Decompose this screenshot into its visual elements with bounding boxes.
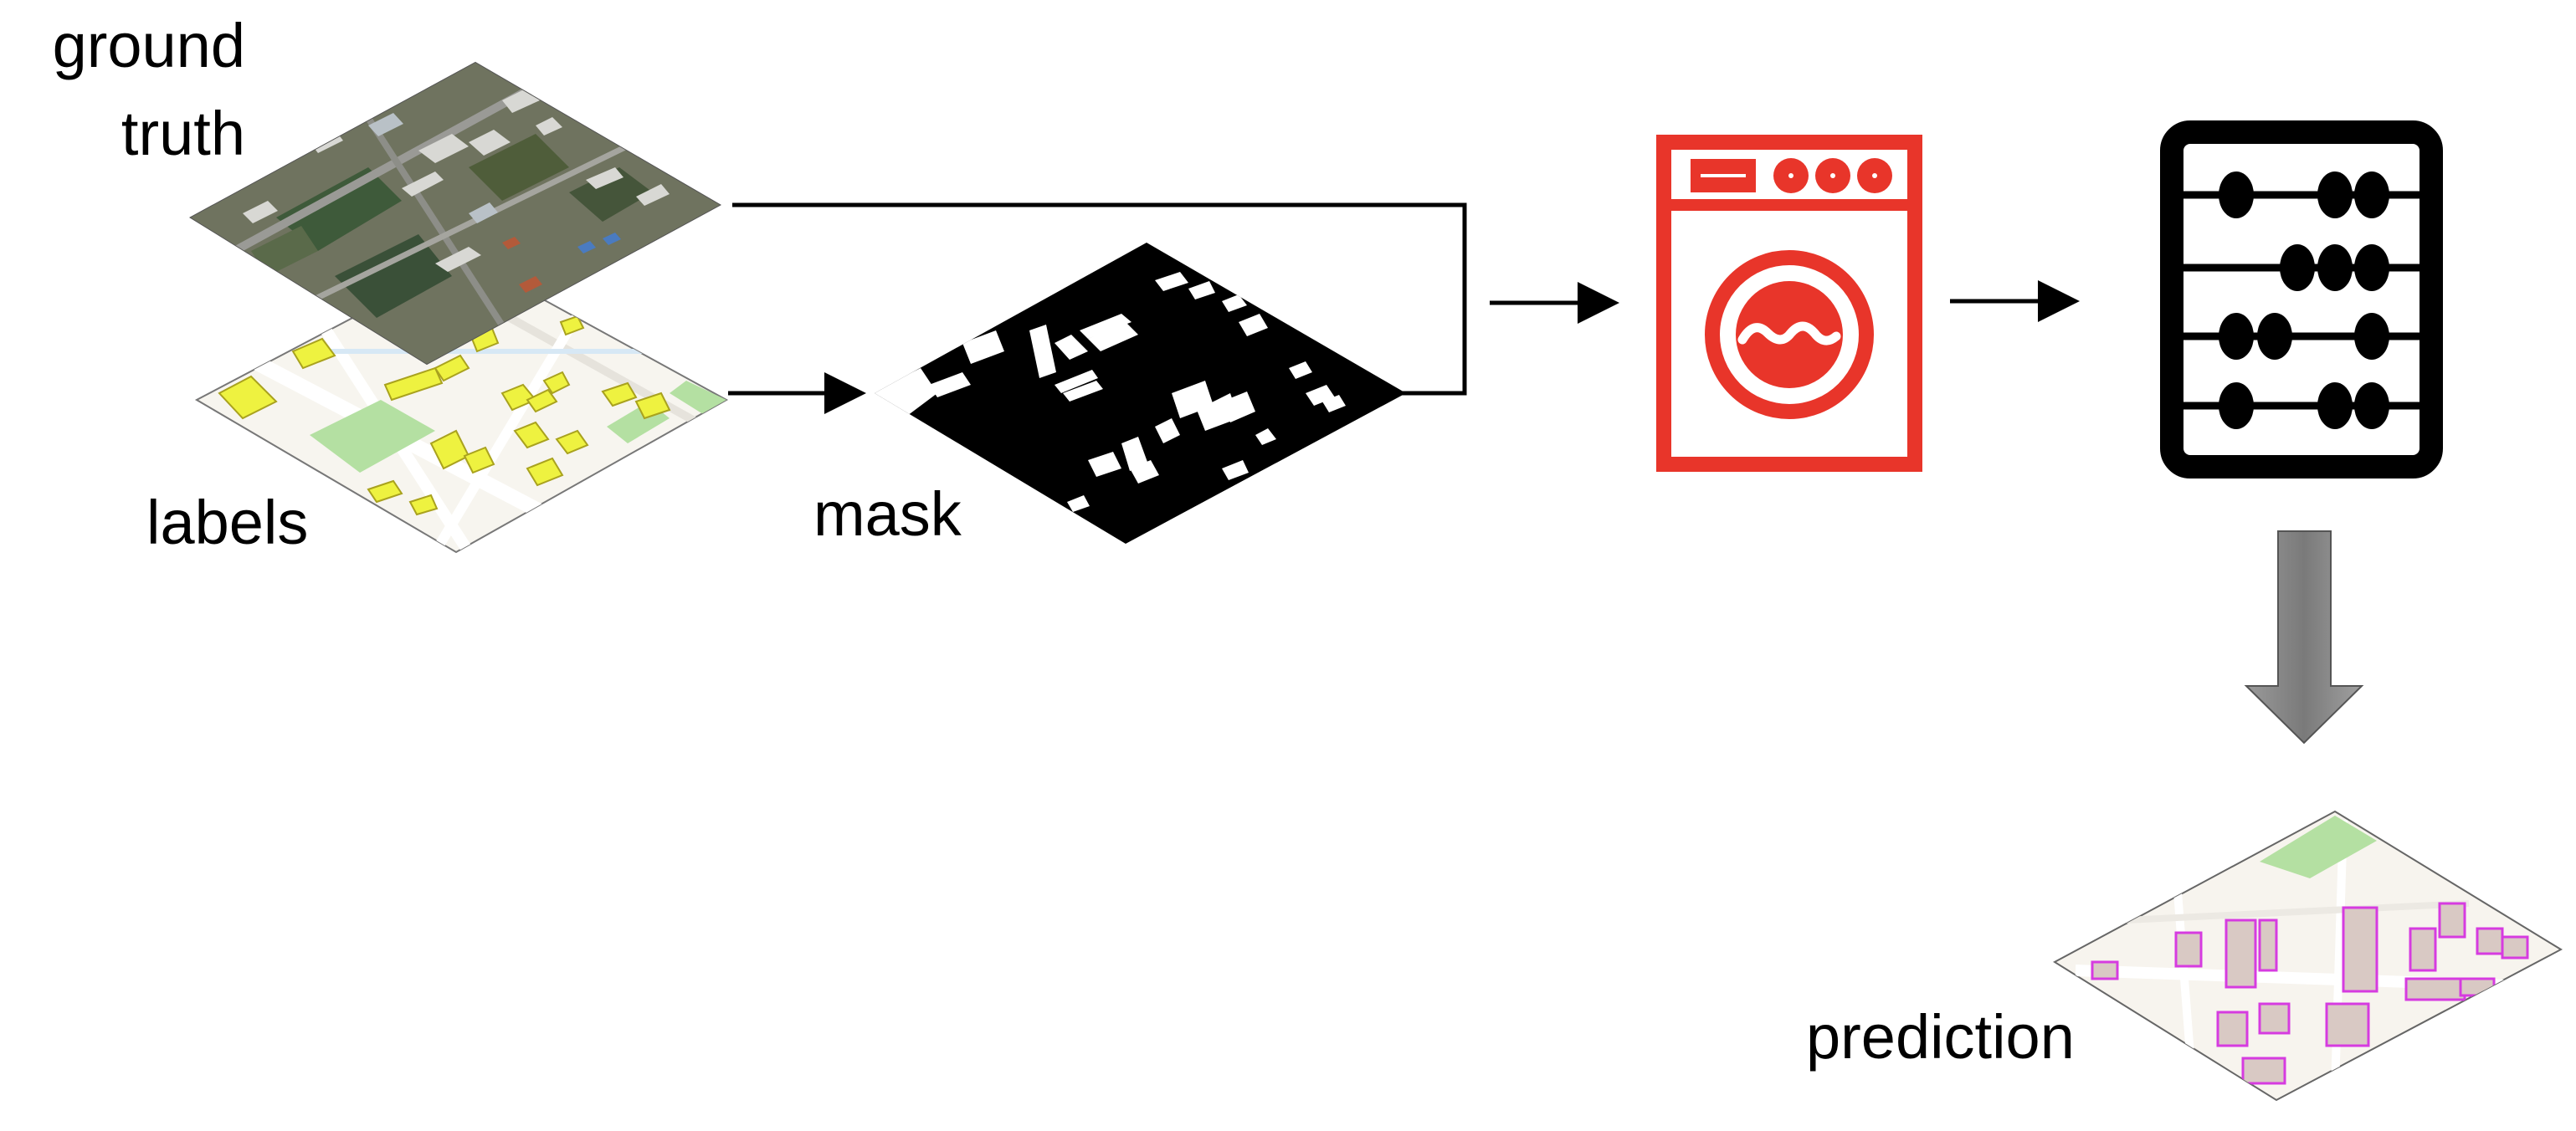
labels-map-image bbox=[194, 256, 729, 554]
park-area bbox=[670, 381, 726, 414]
washing-machine-icon bbox=[1656, 135, 1922, 472]
labels-label: labels bbox=[146, 488, 308, 557]
prediction-map-image bbox=[2053, 810, 2563, 1102]
ground-truth-aerial-image bbox=[189, 61, 722, 366]
prediction-label: prediction bbox=[1806, 1002, 2075, 1072]
mask-label: mask bbox=[813, 479, 962, 549]
down-arrow bbox=[2244, 530, 2364, 745]
connectors bbox=[728, 202, 2080, 414]
ground-truth-label-line1: ground bbox=[53, 11, 245, 80]
park-area bbox=[310, 400, 435, 473]
abacus-icon bbox=[2160, 120, 2443, 478]
ground-truth-connector bbox=[732, 202, 1467, 396]
mask-image bbox=[875, 243, 1406, 544]
ground-truth-label-line2: truth bbox=[121, 99, 245, 168]
